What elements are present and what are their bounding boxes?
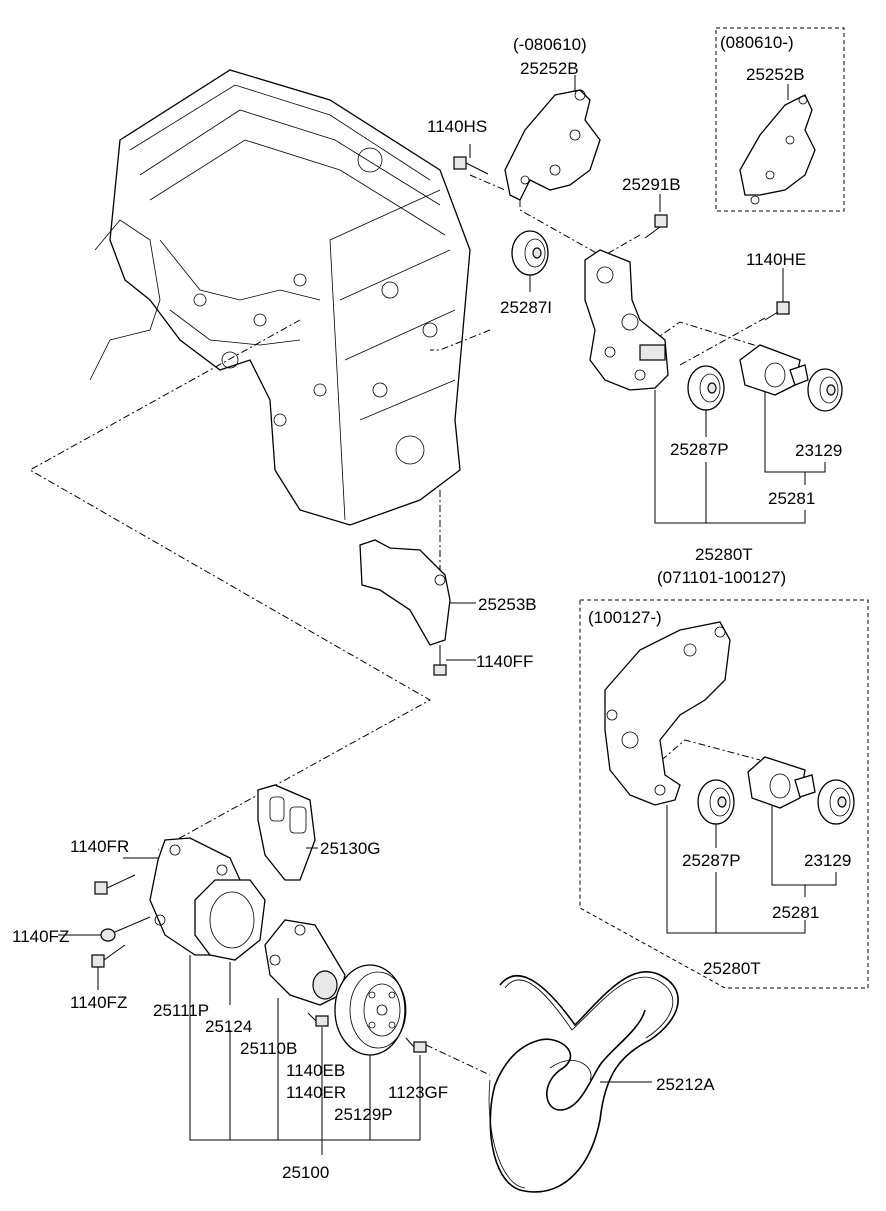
label-1140er: 1140ER <box>286 1083 346 1102</box>
label-25130g: 25130G <box>320 839 381 858</box>
label-25111p: 25111P <box>153 1001 209 1020</box>
label-25212a: 25212A <box>656 1075 715 1094</box>
label-range-100127: (100127-) <box>588 608 662 627</box>
pulley-25287p-early <box>687 365 725 411</box>
label-25253b: 25253B <box>478 595 537 614</box>
leader-tensioner-2 <box>649 739 761 771</box>
label-25287i: 25287I <box>500 298 552 317</box>
label-25129p: 25129P <box>334 1105 393 1124</box>
bolt-1140he <box>764 301 790 321</box>
bolt-1140ff <box>433 645 447 676</box>
water-pump-25110b <box>264 919 346 1006</box>
callout-23129-late <box>771 805 837 886</box>
label-1140he: 1140HE <box>746 250 806 269</box>
label-25110b: 25110B <box>240 1039 297 1058</box>
label-23129-late: 23129 <box>804 851 851 870</box>
bolt-1140eb <box>307 1012 329 1027</box>
bolt-1123gf <box>405 1037 427 1053</box>
label-1140eb: 1140EB <box>286 1061 345 1080</box>
label-1123gf: 1123GF <box>388 1083 448 1102</box>
bracket-25252b-early <box>504 89 601 201</box>
bracket-25252b-late <box>739 94 816 205</box>
label-1140ff: 1140FF <box>476 652 533 671</box>
label-25280t-late: 25280T <box>703 959 761 978</box>
label-25281-early: 25281 <box>768 489 815 508</box>
label-range-080610-late: (080610-) <box>720 33 794 52</box>
tensioner-assembly-late <box>604 621 731 806</box>
label-23129-early: 23129 <box>795 441 842 460</box>
leader-25287i <box>430 329 491 351</box>
label-25252b-early: 25252B <box>520 59 579 78</box>
label-25100: 25100 <box>282 1163 329 1182</box>
gasket-25124 <box>194 879 266 961</box>
idler-pulley-25287i <box>511 230 549 292</box>
callout-25280t-early <box>654 390 806 524</box>
label-25291b: 25291B <box>622 175 681 194</box>
bolt-25291b <box>644 214 668 239</box>
bolt-1140hs <box>453 156 489 175</box>
leader-1140he <box>679 317 766 366</box>
tensioner-assembly-early <box>584 249 669 391</box>
label-25287p-late: 25287P <box>682 851 741 870</box>
group-box-100127 <box>579 599 869 989</box>
leader-25291b <box>604 234 641 256</box>
label-range-071101-100127: (071101-100127) <box>657 568 786 587</box>
tensioner-25281-late <box>747 756 816 809</box>
tensioner-25281-early <box>739 344 809 396</box>
label-25287p-early: 25287P <box>670 440 729 459</box>
callout-25280t-late <box>666 805 806 934</box>
label-range-080610-early: (-080610) <box>513 35 587 54</box>
label-1140hs: 1140HS <box>427 117 487 136</box>
leader-1123gf <box>425 1044 491 1076</box>
label-25252b-late: 25252B <box>746 65 805 84</box>
callout-23129-early <box>764 392 826 473</box>
leader-25252b <box>519 200 601 256</box>
label-25124: 25124 <box>205 1017 252 1036</box>
bolt-1140fz-bottom <box>91 944 126 968</box>
pulley-23129-early <box>807 368 843 412</box>
pulley-23129-late <box>817 779 855 825</box>
pulley-25129p <box>334 964 407 1056</box>
engine-block <box>89 69 471 526</box>
leader-1140hs <box>469 174 506 191</box>
bolt-1140fr <box>94 874 136 895</box>
callout-25100 <box>189 955 421 1141</box>
label-1140fz-top: 1140FZ <box>12 927 69 946</box>
pulley-25287p-late <box>697 779 735 825</box>
gasket-25130g <box>257 784 316 881</box>
label-1140fz-bottom: 1140FZ <box>70 993 127 1012</box>
bracket-25253b <box>359 539 451 646</box>
leader-waterpump <box>28 319 432 851</box>
label-1140fr: 1140FR <box>70 837 129 856</box>
label-25281-late: 25281 <box>772 903 819 922</box>
group-box-080610 <box>715 27 845 212</box>
label-25280t-early: 25280T <box>695 545 753 564</box>
drive-belt-25212a <box>488 971 679 1193</box>
bolt-1140fz-top <box>100 916 151 942</box>
